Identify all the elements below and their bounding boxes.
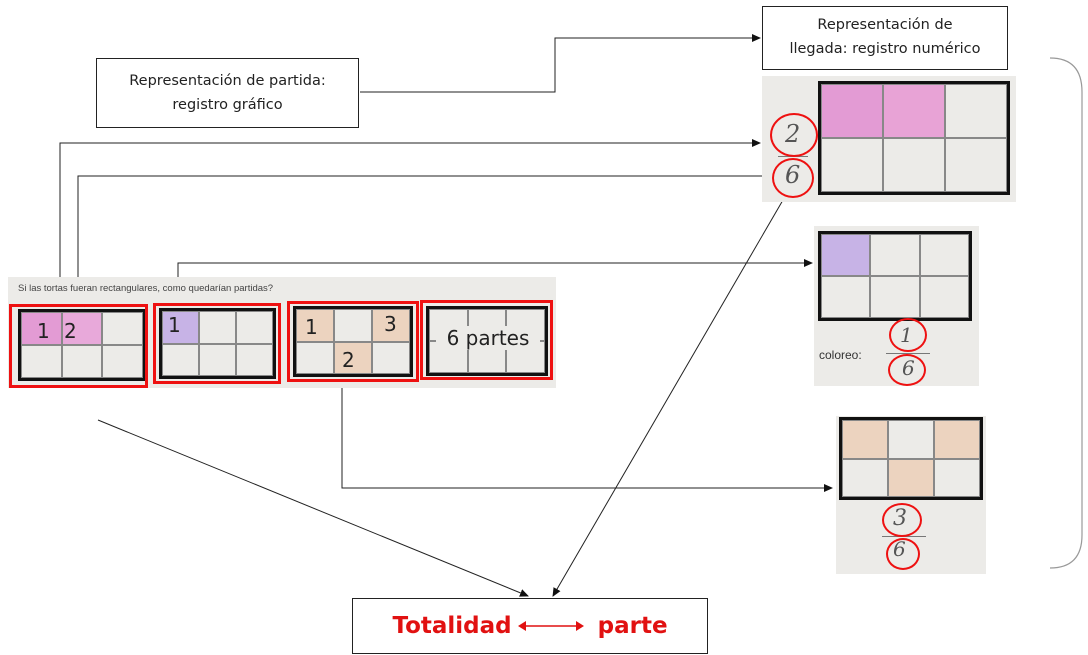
panel3-number-2: 2 [342,348,355,372]
card-a-grid [818,81,1010,195]
totalidad-parte-box: Totalidad parte [352,598,708,654]
panel1-number-2: 2 [64,319,77,343]
panel4-text: 6 partes [436,326,540,350]
card-b-numerator-circle [889,318,927,352]
card-b-caption: coloreo: [819,348,862,362]
panel3-number-1: 1 [305,315,318,339]
totalidad-label: Totalidad [392,613,512,639]
end-representation-box: Representación de llegada: registro numé… [762,6,1008,70]
card-b-denominator-circle [888,354,926,386]
worksheet-question: Si las tortas fueran rectangulares, como… [18,283,274,294]
panel1-number-1: 1 [37,319,50,343]
panel2-red-outline [153,303,281,384]
panel3-number-3: 3 [384,312,397,336]
panel2-number-1: 1 [168,313,181,337]
card-b-grid [818,231,972,321]
panel1-red-outline [9,304,148,388]
card-c-grid [839,417,983,500]
card-c-numerator-circle [882,503,922,537]
card-a-denominator-circle [772,158,814,198]
panel1-grid [18,309,146,381]
start-representation-box: Representación de partida: registro gráf… [96,58,359,128]
parte-label: parte [597,613,668,639]
double-arrow-icon [517,621,584,631]
panel2-grid [159,308,276,379]
card-b-fraction-bar [886,353,930,354]
panel4-red-outline [420,300,553,380]
panel3-red-outline [287,301,419,382]
card-c-denominator-circle [886,538,920,570]
panel3-grid [293,306,413,377]
card-a-numerator-circle [770,113,818,157]
